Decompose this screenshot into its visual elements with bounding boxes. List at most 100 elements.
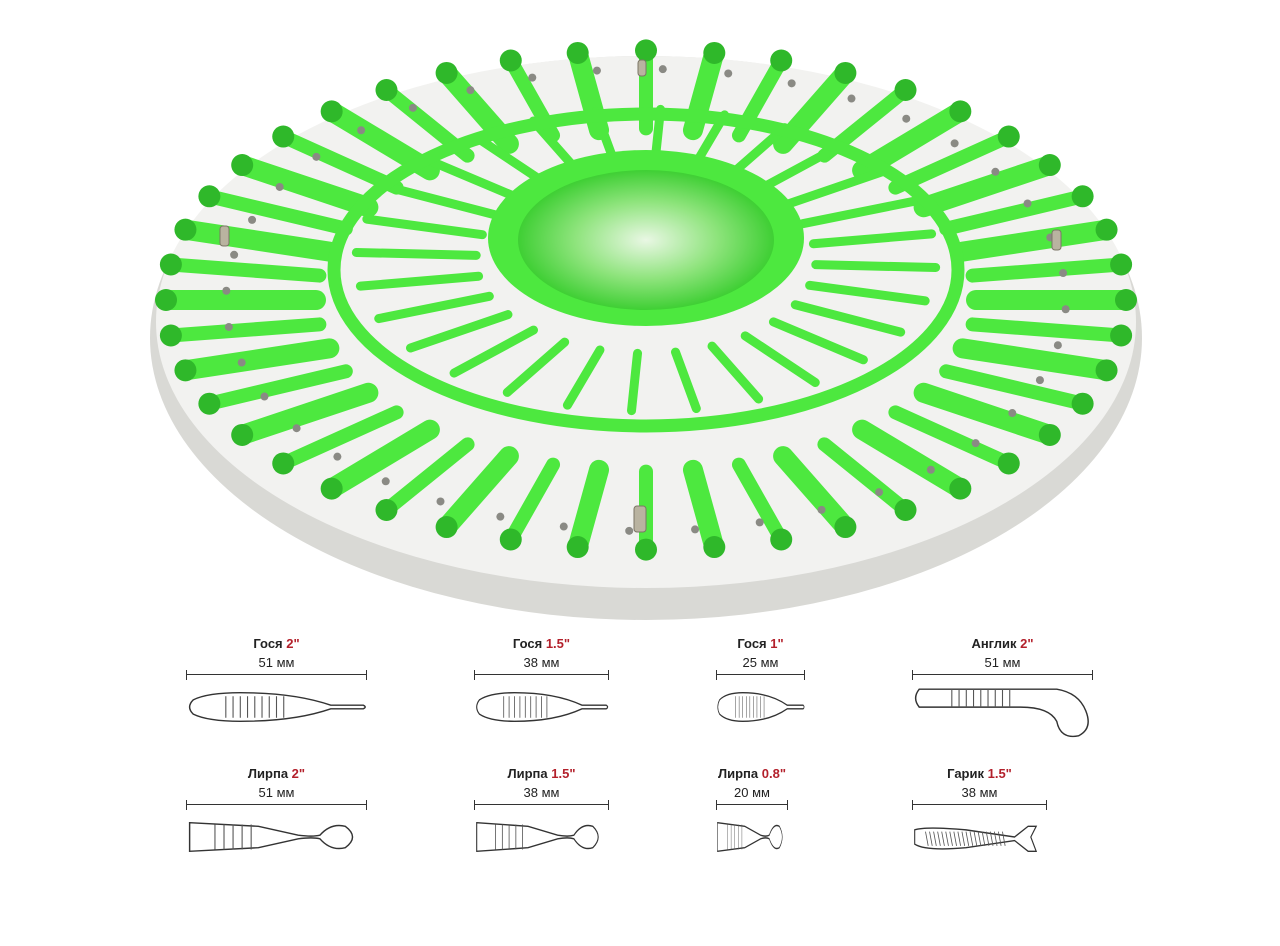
dimension-line — [716, 800, 788, 810]
lure-head — [174, 218, 197, 241]
small-lure-cavity — [562, 345, 605, 410]
dimension-line — [474, 670, 609, 680]
small-lure-cavity — [790, 300, 906, 337]
lure-head — [499, 528, 522, 551]
small-lure-cavity — [374, 291, 494, 324]
lure-name: Гося 2" — [253, 636, 300, 651]
small-lure-cavity — [768, 317, 868, 365]
lure-length: 38 мм — [523, 655, 560, 670]
dimension-line — [716, 670, 805, 680]
mold-hole — [902, 114, 911, 123]
lure-head — [1038, 154, 1061, 177]
small-lure-cavity — [670, 347, 701, 414]
small-lure-cavity — [351, 247, 481, 260]
mold-hole — [312, 152, 321, 161]
small-lure-cavity — [707, 341, 764, 404]
lure-head — [159, 253, 182, 276]
lure-cavity — [175, 219, 340, 262]
mold-hole — [847, 94, 856, 103]
lure-head — [770, 49, 793, 72]
lure-head — [1110, 324, 1133, 347]
mold-hole — [230, 250, 239, 259]
small-lure-cavity — [502, 337, 570, 397]
small-lure-cavity — [449, 325, 538, 378]
lure-outline — [717, 821, 783, 853]
mold-hole — [260, 392, 269, 401]
lure-cavity — [913, 155, 1060, 218]
lure-outline — [914, 825, 1038, 852]
small-lure-cavity — [805, 280, 930, 306]
lure-head — [1071, 392, 1094, 415]
mold-hole — [691, 525, 700, 534]
lure-length: 25 мм — [742, 655, 779, 670]
lure-cavity — [965, 317, 1129, 343]
dimension-line — [912, 800, 1047, 810]
lure-head — [949, 477, 972, 500]
spec-gosya-2: Гося 2" 51 мм — [186, 636, 367, 756]
lure-head — [566, 536, 589, 559]
dimension-line — [186, 670, 367, 680]
lure-head — [1095, 359, 1118, 382]
lure-head — [435, 61, 458, 84]
mold-hole — [817, 505, 826, 514]
lure-cavity — [321, 419, 440, 499]
lure-cavity — [202, 364, 353, 411]
mold-hole — [875, 488, 884, 497]
lure-head — [159, 324, 182, 347]
small-lure-cavity — [424, 155, 524, 203]
small-lure-cavity — [386, 183, 502, 220]
lure-length: 51 мм — [258, 785, 295, 800]
spec-lirpa-2: Лирпа 2"51 мм — [186, 766, 367, 886]
lure-length: 51 мм — [258, 655, 295, 670]
lure-cavity — [773, 446, 856, 538]
lure-cavity — [175, 338, 340, 381]
lure-head — [703, 536, 726, 559]
small-lure-cavity — [754, 142, 843, 195]
lure-cavity — [232, 155, 379, 218]
lure-cavity — [682, 459, 725, 558]
lure-head — [703, 41, 726, 64]
lure-size: 1.5" — [551, 766, 576, 781]
lure-cavity — [888, 129, 1016, 195]
lure-head — [949, 100, 972, 123]
mold-hole — [237, 358, 246, 367]
lure-name: Гося 1" — [737, 636, 784, 651]
lure-name: Англик 2" — [971, 636, 1034, 651]
lure-length: 51 мм — [984, 655, 1021, 670]
mold-hole — [496, 512, 505, 521]
small-lure-cavity — [355, 271, 484, 291]
lure-head — [272, 125, 295, 148]
lure-head — [834, 61, 857, 84]
lure-name: Гося 1.5" — [512, 636, 571, 651]
lure-cavity — [888, 405, 1016, 471]
lure-head — [997, 452, 1020, 475]
lure-size: 2" — [1020, 636, 1034, 651]
mold-hole — [592, 66, 601, 75]
mold-hole — [1023, 199, 1032, 208]
lure-size: 2" — [286, 636, 300, 651]
lure-head — [320, 477, 343, 500]
lure-head — [198, 392, 221, 415]
mold-hole — [724, 69, 733, 78]
lure-head — [1115, 289, 1137, 311]
small-lure-cavity — [740, 331, 820, 387]
lure-head — [174, 359, 197, 382]
lure-outline — [476, 691, 609, 723]
small-lure-cavity — [779, 167, 886, 210]
lure-head — [770, 528, 793, 551]
small-lure-cavity — [406, 310, 513, 353]
lure-outline — [188, 691, 366, 723]
mold-hole — [926, 465, 935, 474]
mold-hole — [1059, 269, 1068, 278]
lure-size: 0.8" — [761, 766, 786, 781]
mold-photo — [150, 39, 1142, 620]
mold-hole — [755, 518, 764, 527]
lure-head — [635, 39, 657, 62]
lure-cavity — [202, 189, 353, 236]
lure-cavity — [163, 257, 327, 283]
mold-hole — [357, 126, 366, 135]
lure-cavity — [939, 189, 1090, 236]
mold-hole — [658, 65, 667, 74]
mold-hole — [991, 167, 1000, 176]
small-lure-cavity — [362, 214, 487, 240]
